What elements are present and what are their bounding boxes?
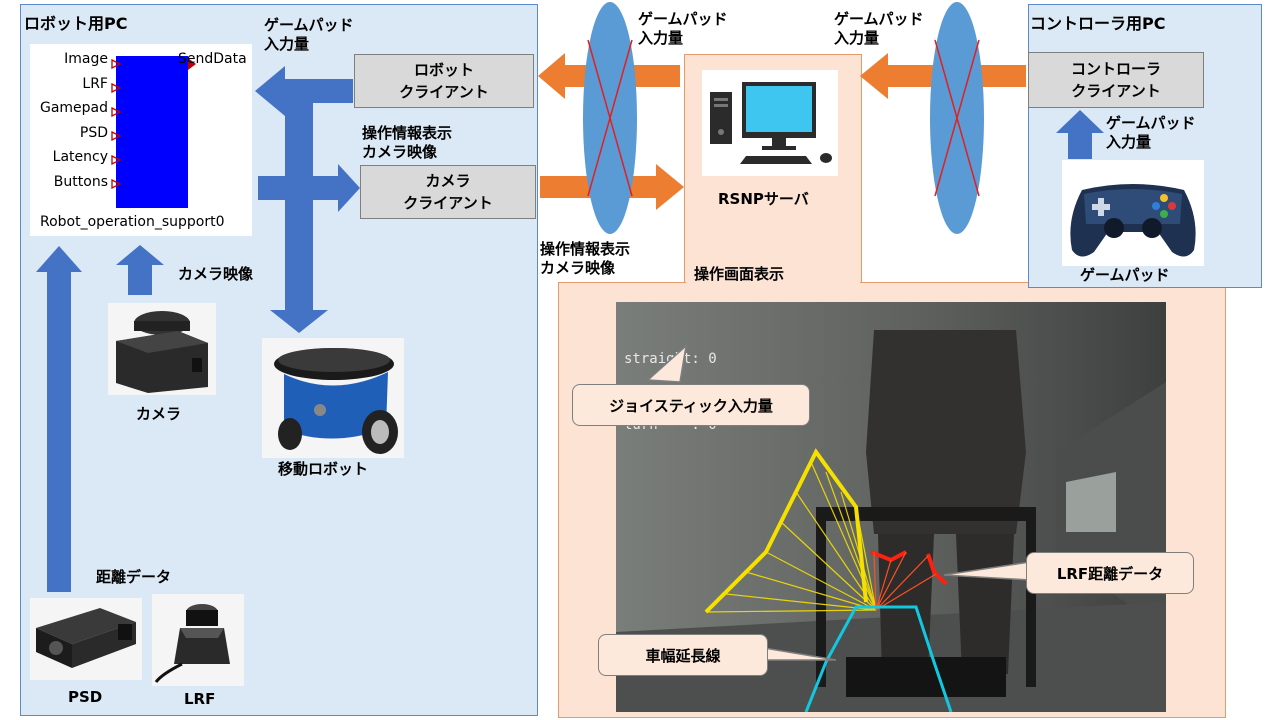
- callout-car-width: 車幅延長線: [598, 634, 768, 676]
- robot-pc-title: ロボット用PC: [24, 14, 128, 33]
- op-info-label-robot: 操作情報表示カメラ映像: [362, 124, 453, 161]
- gamepad-label: ゲームパッド: [1080, 266, 1170, 284]
- camera-video-label: カメラ映像: [178, 265, 254, 283]
- mobile-robot-image: [262, 338, 404, 458]
- controller-client-box[interactable]: コントローラクライアント: [1028, 52, 1204, 108]
- distance-data-label: 距離データ: [96, 568, 172, 586]
- rtc-port-latency: Latency: [52, 149, 108, 165]
- rtc-component[interactable]: Image LRF Gamepad PSD Latency Buttons Se…: [30, 44, 252, 236]
- gamepad-input-label-controller: ゲームパッド入力量: [1106, 114, 1196, 151]
- gamepad-trunk-arrow: [285, 92, 313, 310]
- arrow-to-camera-client: [338, 164, 360, 212]
- camera-image: [108, 303, 216, 395]
- callout-lrf: LRF距離データ: [1026, 552, 1194, 594]
- rtc-port-psd: PSD: [79, 124, 108, 141]
- arrow-server-to-robot-client: [538, 53, 565, 99]
- op-info-label-bottom: 操作情報表示カメラ映像: [540, 240, 631, 277]
- arrow-to-rtc-sendata: [255, 66, 285, 116]
- arrow-gamepad-up: [1056, 110, 1104, 133]
- robot-client-box[interactable]: ロボットクライアント: [354, 54, 534, 108]
- rsnp-server-label: RSNPサーバ: [718, 190, 809, 208]
- lrf-label: LRF: [184, 690, 216, 708]
- rtc-port-senddata: SendData: [178, 51, 247, 67]
- server-computer-image: [702, 70, 838, 176]
- lrf-sensor-image: [152, 594, 244, 686]
- callout-joystick: ジョイスティック入力量: [572, 384, 810, 426]
- camera-label: カメラ: [136, 405, 182, 423]
- gamepad-input-label-right-lens: ゲームパッド入力量: [834, 10, 924, 47]
- psd-label: PSD: [68, 688, 103, 706]
- arrow-controller-to-server: [860, 53, 888, 99]
- arrow-to-robot: [270, 310, 328, 333]
- camera-client-box[interactable]: カメラクライアント: [360, 165, 536, 219]
- psd-sensor-image: [30, 598, 142, 680]
- rtc-port-lrf: LRF: [82, 75, 108, 92]
- rtc-name: Robot_operation_support0: [40, 214, 225, 230]
- gamepad-input-label-left-lens: ゲームパッド入力量: [638, 10, 728, 47]
- arrow-camera-client-to-server: [656, 164, 684, 210]
- rtc-port-gamepad: Gamepad: [39, 100, 108, 116]
- rtc-body: [116, 56, 188, 208]
- mobile-robot-label: 移動ロボット: [278, 460, 369, 478]
- arrow-psd-up: [36, 246, 82, 272]
- controller-pc-title: コントローラ用PC: [1030, 14, 1166, 33]
- operation-screen-label: 操作画面表示: [694, 265, 785, 283]
- gamepad-input-label-robot: ゲームパッド入力量: [264, 16, 354, 53]
- gamepad-image: [1062, 160, 1204, 266]
- rtc-port-markers: [111, 58, 196, 190]
- arrow-camera-up: [116, 245, 164, 265]
- rtc-port-image: Image: [64, 51, 108, 67]
- rtc-port-buttons: Buttons: [53, 173, 108, 190]
